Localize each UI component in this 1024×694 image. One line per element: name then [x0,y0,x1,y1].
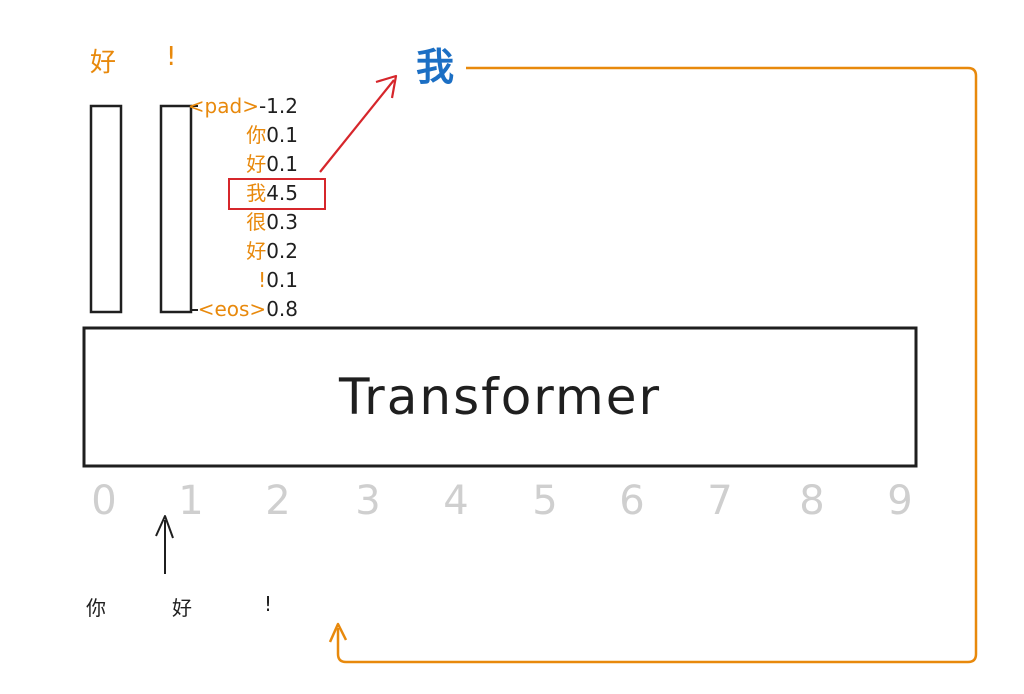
logit-value: 0.3 [266,210,298,234]
arrowhead-icon [375,74,398,99]
up-arrow-icon [155,515,174,539]
generated-token: 我 [416,45,455,89]
logit-value: 0.1 [266,152,298,176]
logit-token: 我 [246,181,267,205]
position-index: 8 [799,478,825,524]
input-token: 你 [86,596,106,620]
logit-value: 0.8 [266,297,298,321]
logit-value: 4.5 [266,181,298,205]
output-token: ! [166,42,177,72]
logit-row: 你0.1 [246,121,298,149]
logit-row: <eos>0.8 [198,295,298,323]
position-index: 7 [707,478,733,524]
position-index: 3 [355,478,381,524]
loop-arrowhead-icon [328,622,348,643]
logit-token: <pad> [187,94,259,118]
logit-token: 很 [246,210,267,234]
position-index: 9 [887,478,913,524]
logit-token: 好 [246,239,267,263]
position-index: 6 [619,478,645,524]
logit-row: 好0.1 [246,150,298,178]
logit-row: <pad>-1.2 [188,92,298,120]
position-index: 5 [532,478,558,524]
transformer-label: Transformer [338,368,662,426]
logit-value: 0.1 [266,123,298,147]
logit-value: 0.2 [266,239,298,263]
logit-token: 好 [246,152,267,176]
logit-value: 0.1 [266,268,298,292]
transformer-block [82,326,918,468]
position-index: 1 [178,478,204,524]
logit-token: <eos> [197,297,267,321]
position-index: 4 [443,478,469,524]
output-vector-column [89,104,123,314]
logit-token: ! [258,268,267,292]
logit-row-highlighted: 我4.5 [246,179,298,207]
input-token: ! [264,592,273,616]
position-index: 0 [91,478,117,524]
autoregressive-loop [336,66,978,664]
logit-row: 很0.3 [246,208,298,236]
output-token: 好 [90,48,117,78]
logit-token: 你 [246,123,267,147]
position-index: 2 [265,478,291,524]
input-token: 好 [172,596,192,620]
output-vector-column [159,104,193,314]
logit-row: !0.1 [258,266,298,294]
logit-value: -1.2 [258,94,298,118]
argmax-highlight-box [228,178,326,210]
argmax-arrow [319,79,395,173]
logit-row: 好0.2 [246,237,298,265]
